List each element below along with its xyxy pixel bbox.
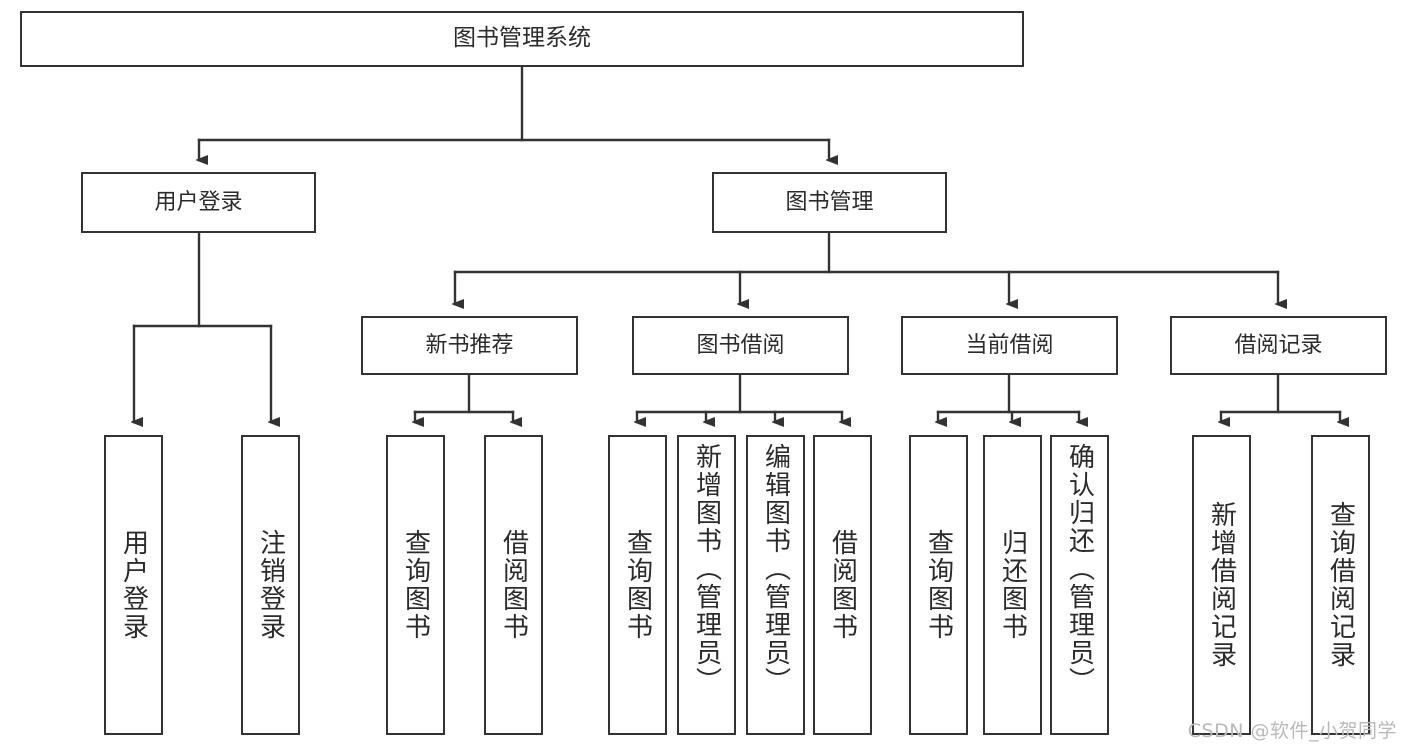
node-new-book-rec-label: 新书推荐	[425, 332, 514, 358]
leaf-query-borrow-record-label: 查询借阅记录	[1325, 501, 1356, 669]
leaf-edit-book-admin[interactable]: 编辑图书（管理员）	[746, 435, 805, 735]
csdn-watermark: CSDN @软件_小贺同学	[1187, 720, 1397, 742]
leaf-add-borrow-record[interactable]: 新增借阅记录	[1192, 435, 1251, 735]
node-book-borrow-label: 图书借阅	[696, 332, 785, 358]
node-user-login[interactable]: 用户登录	[81, 172, 316, 233]
leaf-query-book-2-label: 查询图书	[622, 529, 653, 641]
leaf-query-book-2[interactable]: 查询图书	[608, 435, 667, 735]
node-current-borrow[interactable]: 当前借阅	[901, 316, 1118, 375]
leaf-borrow-book-2-label: 借阅图书	[827, 529, 858, 641]
leaf-logout[interactable]: 注销登录	[241, 435, 300, 735]
leaf-query-book-3[interactable]: 查询图书	[909, 435, 968, 735]
node-borrow-record-label: 借阅记录	[1234, 332, 1323, 358]
node-borrow-record[interactable]: 借阅记录	[1170, 316, 1387, 375]
leaf-edit-book-admin-label: 编辑图书（管理员）	[760, 443, 791, 695]
leaf-query-borrow-record[interactable]: 查询借阅记录	[1311, 435, 1370, 735]
leaf-add-book-admin-label: 新增图书（管理员）	[691, 443, 722, 695]
node-current-borrow-label: 当前借阅	[965, 332, 1054, 358]
leaf-borrow-book-1-label: 借阅图书	[498, 529, 529, 641]
node-new-book-rec[interactable]: 新书推荐	[361, 316, 578, 375]
leaf-confirm-return-admin-label: 确认归还（管理员）	[1064, 443, 1095, 695]
node-user-login-label: 用户登录	[154, 189, 243, 215]
leaf-return-book[interactable]: 归还图书	[983, 435, 1042, 735]
leaf-query-book-1-label: 查询图书	[400, 529, 431, 641]
node-book-manage[interactable]: 图书管理	[712, 172, 947, 233]
node-book-manage-label: 图书管理	[785, 189, 874, 215]
leaf-logout-label: 注销登录	[255, 529, 286, 641]
leaf-query-book-3-label: 查询图书	[923, 529, 954, 641]
leaf-user-login-label: 用户登录	[118, 529, 149, 641]
leaf-borrow-book-2[interactable]: 借阅图书	[813, 435, 872, 735]
leaf-user-login[interactable]: 用户登录	[104, 435, 163, 735]
leaf-query-book-1[interactable]: 查询图书	[386, 435, 445, 735]
leaf-add-borrow-record-label: 新增借阅记录	[1206, 501, 1237, 669]
leaf-add-book-admin[interactable]: 新增图书（管理员）	[677, 435, 736, 735]
node-root[interactable]: 图书管理系统	[20, 11, 1024, 67]
node-book-borrow[interactable]: 图书借阅	[632, 316, 849, 375]
leaf-return-book-label: 归还图书	[997, 529, 1028, 641]
node-root-label: 图书管理系统	[453, 25, 591, 52]
leaf-borrow-book-1[interactable]: 借阅图书	[484, 435, 543, 735]
leaf-confirm-return-admin[interactable]: 确认归还（管理员）	[1050, 435, 1109, 735]
